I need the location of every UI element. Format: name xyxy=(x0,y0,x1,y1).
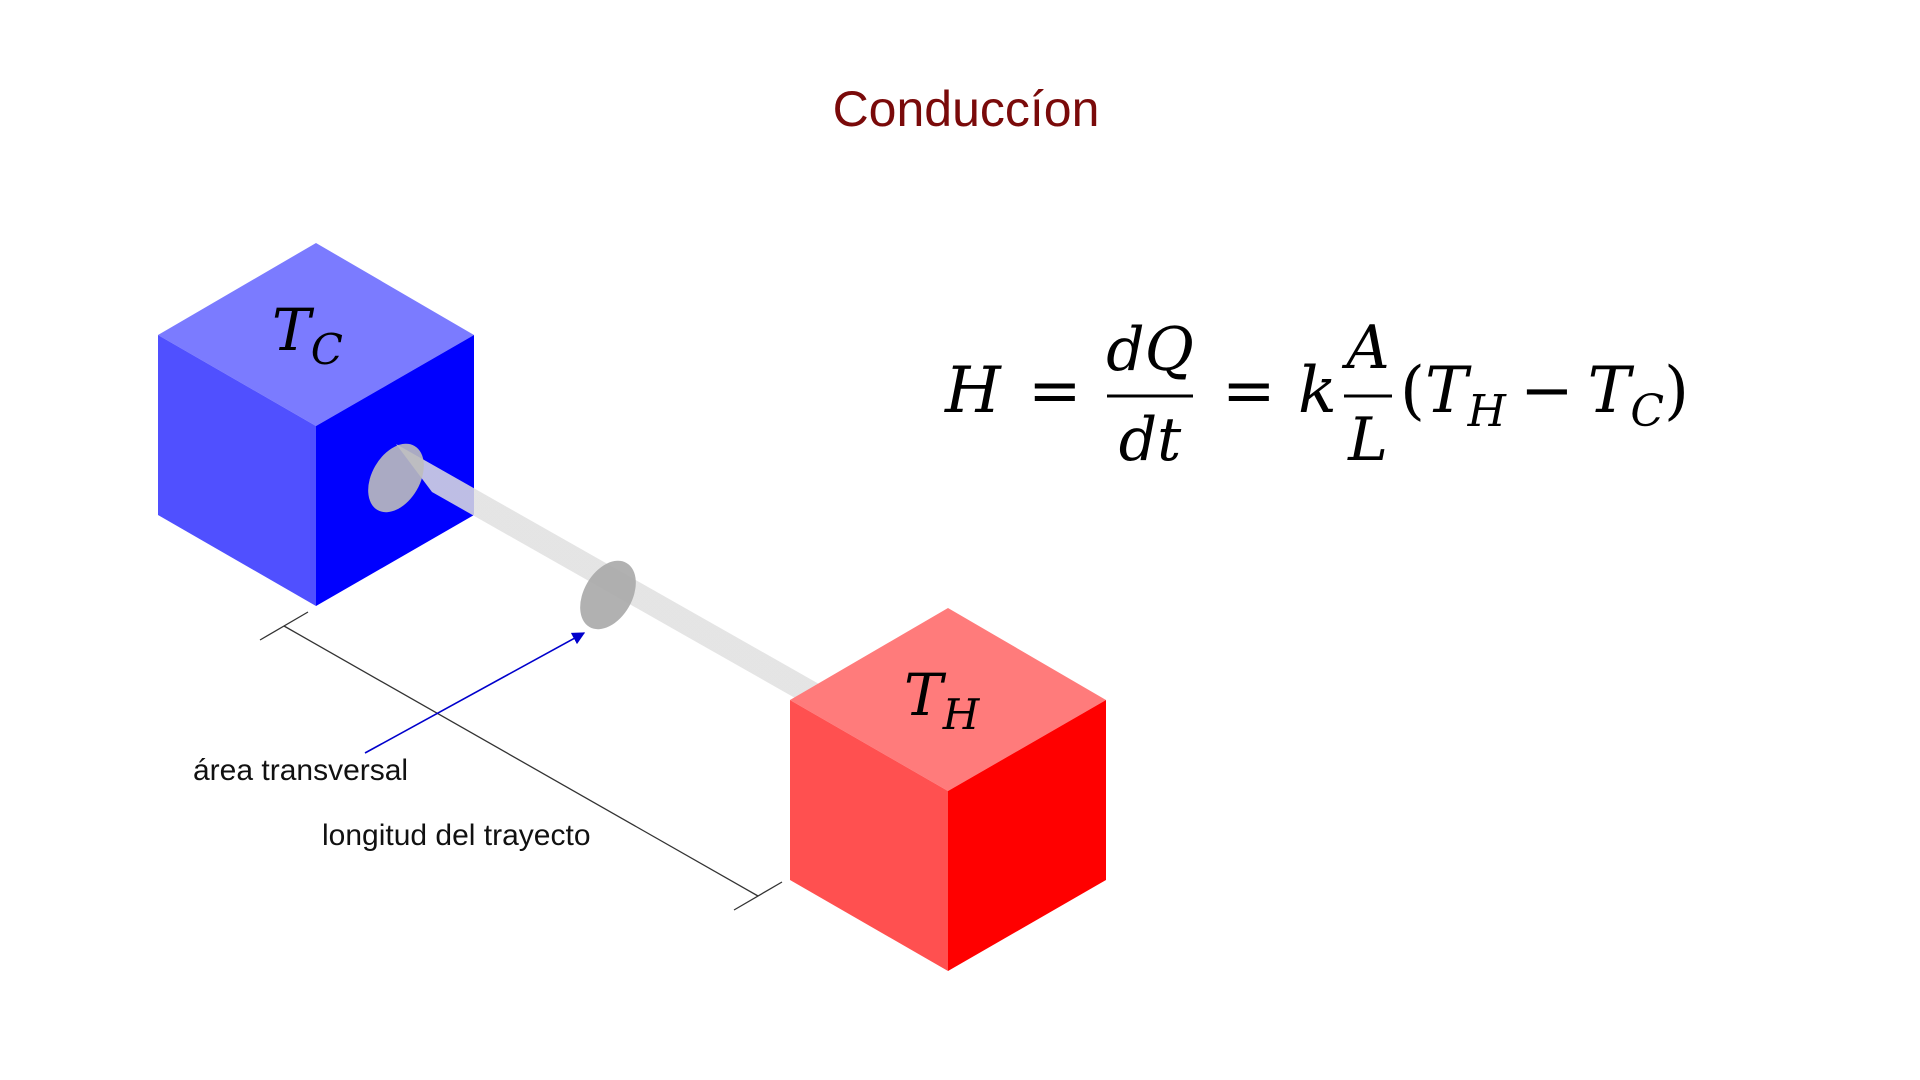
conducting-rod xyxy=(368,443,855,732)
formula-temperature-difference: (TH−TC) xyxy=(1400,354,1689,437)
dimension-tick-start xyxy=(259,611,309,641)
cold-cube-top-face xyxy=(158,243,474,426)
hot-cube-right-face xyxy=(948,700,1106,971)
dimension-line xyxy=(259,611,783,911)
rod-end-cold xyxy=(368,443,424,513)
page-title: Conduccíon xyxy=(833,81,1100,137)
formula-lhs: H xyxy=(944,354,1002,428)
formula-frac1-denominator: dt xyxy=(1119,405,1182,475)
dimension-tick-end xyxy=(733,881,783,911)
formula-equals-2: = xyxy=(1222,354,1276,428)
hot-cube-left-face xyxy=(790,700,948,971)
hot-temperature-label: TH xyxy=(904,661,981,739)
cross-section-label: área transversal xyxy=(193,754,408,787)
formula-frac2-numerator: A xyxy=(1341,313,1389,383)
conduction-formula: H = dQ dt = k A L (TH−TC) xyxy=(944,313,1689,475)
formula-frac2-denominator: L xyxy=(1347,405,1388,475)
hot-cube xyxy=(790,608,1106,971)
hot-cube-top-face xyxy=(790,608,1106,791)
pointer-arrow xyxy=(364,632,586,754)
formula-equals-1: = xyxy=(1028,354,1082,428)
formula-frac1-numerator: dQ xyxy=(1106,315,1194,385)
formula-coefficient: k xyxy=(1298,354,1337,428)
cold-cube xyxy=(158,243,474,606)
cold-cube-left-face xyxy=(158,335,316,606)
dimension-main-line xyxy=(283,625,759,897)
path-length-label: longitud del trayecto xyxy=(322,819,591,852)
rod-cross-section xyxy=(580,560,636,630)
cold-temperature-label: TC xyxy=(272,296,343,374)
